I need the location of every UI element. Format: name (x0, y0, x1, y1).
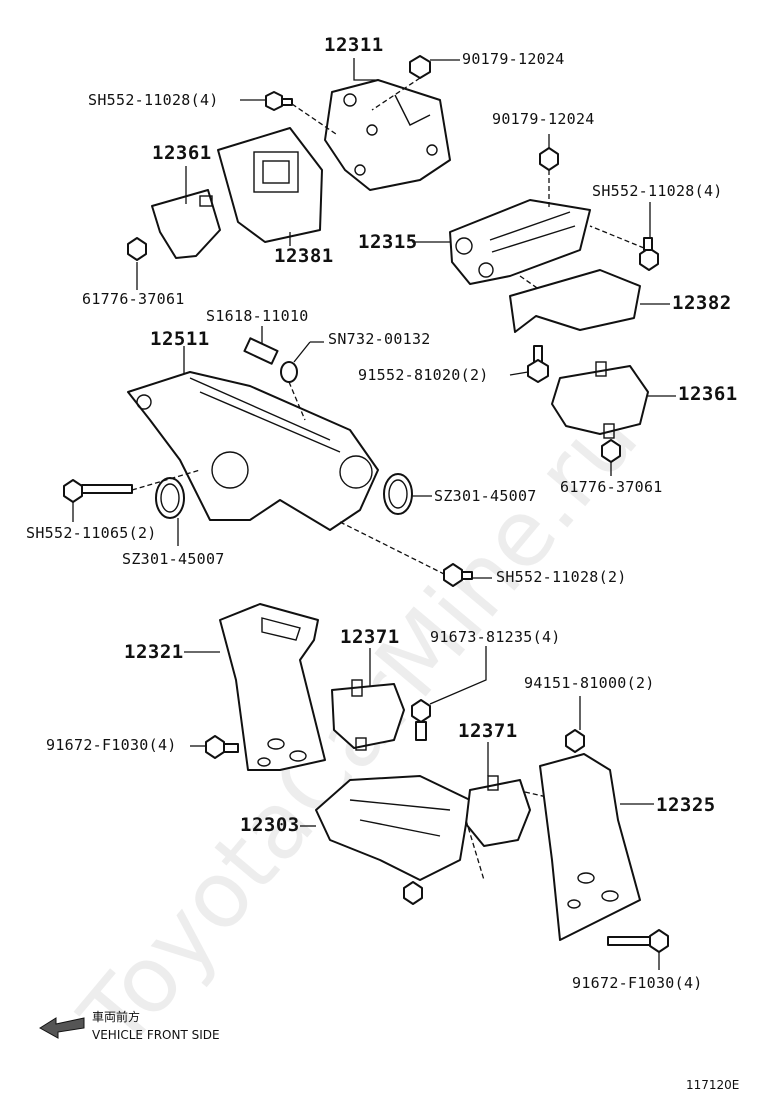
part-12361-mount-left (151, 189, 221, 259)
label-sz301-45007-left: SZ301-45007 (122, 550, 225, 568)
nut-90179-12024-upper (409, 55, 431, 79)
nut-61776-37061-left (127, 237, 147, 261)
part-12321-bracket (219, 603, 326, 771)
leader-12311 (353, 58, 378, 81)
diagram-code: 117120E (686, 1078, 740, 1092)
oring-sn732-00132 (280, 361, 298, 383)
nut-90179-12024-right (539, 147, 559, 171)
label-s1618-11010: S1618-11010 (206, 307, 309, 325)
label-91672-f1030-4-right: 91672-F1030(4) (572, 974, 703, 992)
nut-12303-bottom (403, 881, 423, 905)
bolt-sh552-11028-right (639, 237, 659, 271)
leader-sn732 (293, 341, 324, 363)
bolt-sh552-11028-lower (443, 563, 473, 587)
leader-91552 (509, 371, 529, 376)
label-sh552-11028-4-upper: SH552-11028(4) (88, 91, 219, 109)
nut-61776-37061-right (601, 439, 621, 463)
label-90179-12024-right: 90179-12024 (492, 110, 595, 128)
label-12381: 12381 (274, 245, 334, 267)
leader-91673 (429, 646, 487, 705)
oring-sz301-45007-left (155, 477, 185, 519)
bolt-91673-81235 (411, 699, 431, 741)
part-12315-bracket (449, 199, 591, 285)
front-direction-arrow-icon (39, 1017, 85, 1039)
bolt-91672-f1030-right (607, 929, 669, 953)
direction-label-en: VEHICLE FRONT SIDE (92, 1028, 220, 1042)
label-12371-lower: 12371 (458, 720, 518, 742)
label-61776-37061-left: 61776-37061 (82, 290, 185, 308)
label-sn732-00132: SN732-00132 (328, 330, 431, 348)
label-12511: 12511 (150, 328, 210, 350)
part-12361-mount-right (551, 361, 649, 439)
part-12303-member (315, 775, 471, 881)
label-91673-81235-4: 91673-81235(4) (430, 628, 561, 646)
label-90179-12024-upper: 90179-12024 (462, 50, 565, 68)
label-91672-f1030-4-left: 91672-F1030(4) (46, 736, 177, 754)
label-12325: 12325 (656, 794, 716, 816)
part-12311-bracket (324, 79, 451, 191)
part-12511-member (127, 371, 379, 531)
bolt-91552-81020 (527, 345, 549, 383)
part-12382-cover (509, 269, 641, 333)
label-12321: 12321 (124, 641, 184, 663)
bolt-sh552-11065 (63, 479, 133, 503)
label-91552-81020-2: 91552-81020(2) (358, 366, 489, 384)
label-12361-right: 12361 (678, 383, 738, 405)
part-12371-mount-lower (465, 775, 531, 847)
label-61776-37061-right: 61776-37061 (560, 478, 663, 496)
label-12382: 12382 (672, 292, 732, 314)
label-sh552-11065-2: SH552-11065(2) (26, 524, 157, 542)
bolt-sh552-11028-upper (265, 91, 293, 111)
part-12371-mount-upper (331, 679, 405, 751)
label-sh552-11028-4-right: SH552-11028(4) (592, 182, 723, 200)
part-12325-bracket (539, 753, 641, 941)
nut-94151-81000 (565, 729, 585, 753)
part-12381-insulator-cover (217, 127, 323, 243)
label-12361-upper: 12361 (152, 142, 212, 164)
label-12303: 12303 (240, 814, 300, 836)
direction-label-jp: 車両前方 (92, 1010, 141, 1024)
label-12311: 12311 (324, 34, 384, 56)
label-sh552-11028-2: SH552-11028(2) (496, 568, 627, 586)
label-sz301-45007-right: SZ301-45007 (434, 487, 537, 505)
bolt-91672-f1030-left (205, 735, 239, 759)
label-94151-81000-2: 94151-81000(2) (524, 674, 655, 692)
label-12371-upper: 12371 (340, 626, 400, 648)
oring-sz301-45007-right (383, 473, 413, 515)
stud-s1618-11010 (243, 337, 279, 365)
label-12315: 12315 (358, 231, 418, 253)
